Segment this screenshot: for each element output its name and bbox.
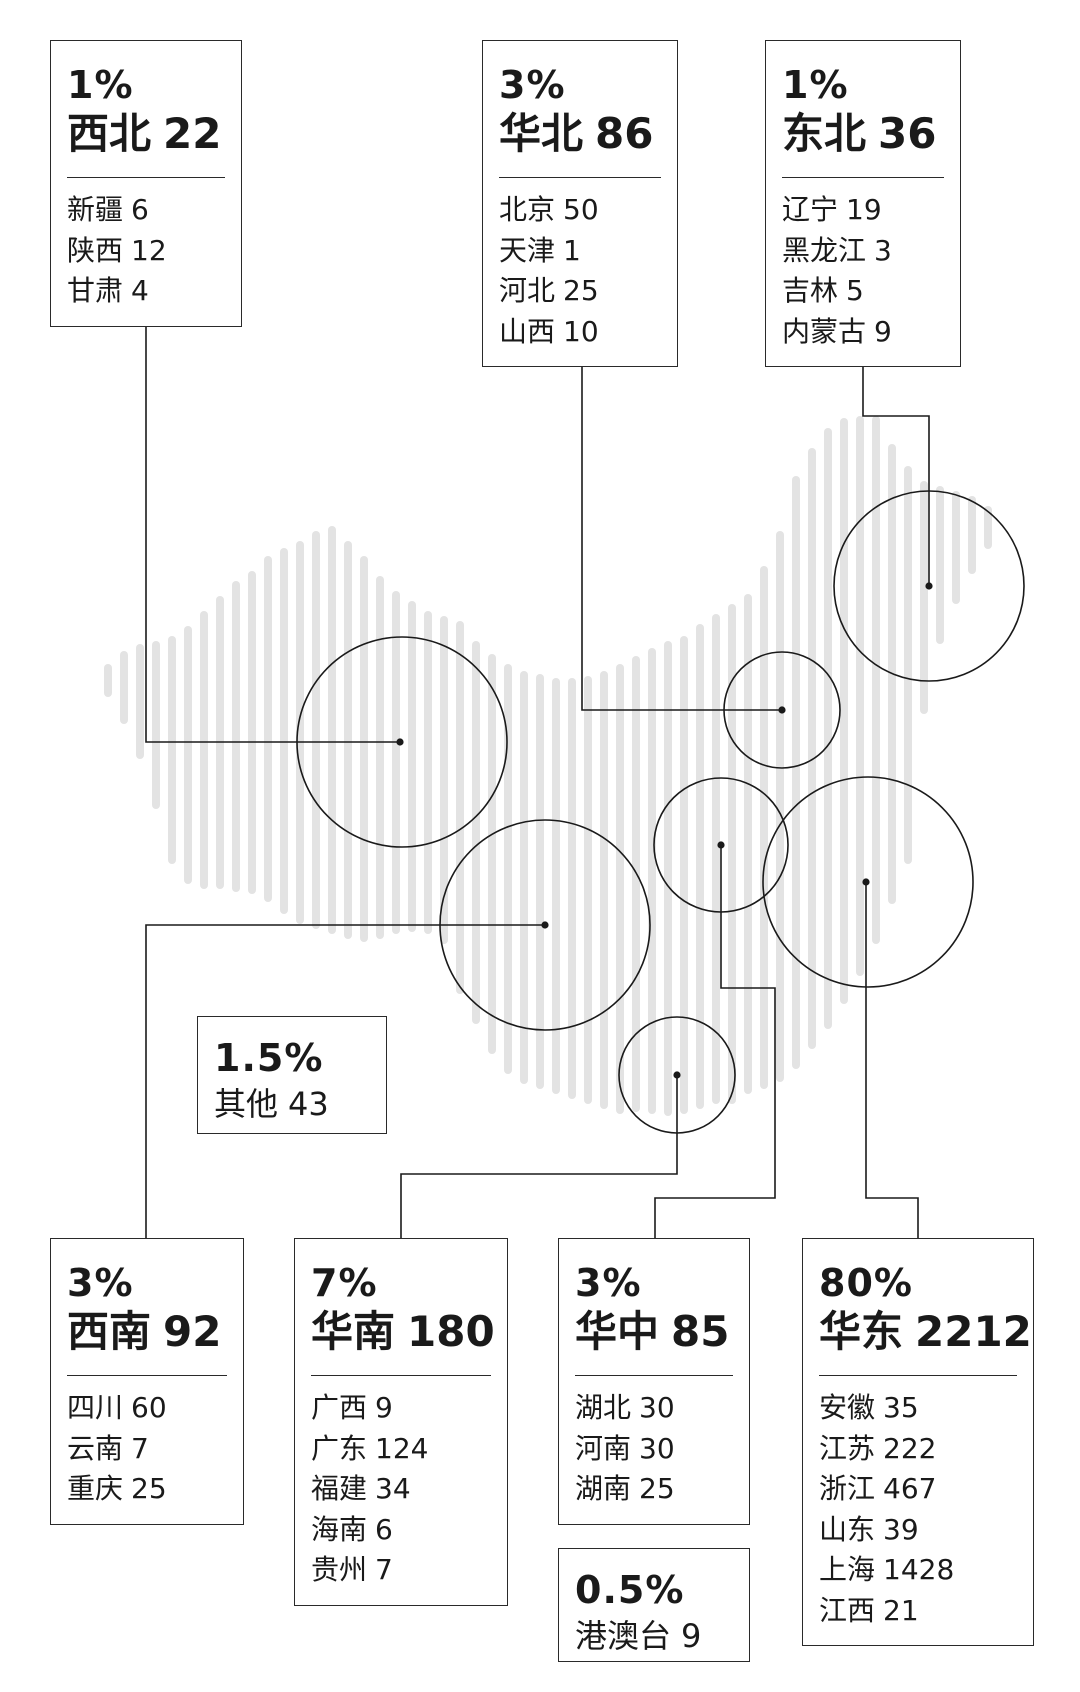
region-percent: 3% [499, 63, 566, 107]
region-bubbles-layer [296, 490, 1025, 1134]
region-count: 36 [878, 109, 937, 158]
region-percent: 3% [575, 1261, 642, 1305]
region-name: 港澳台 [575, 1617, 672, 1655]
region-percent: 80% [819, 1261, 913, 1305]
divider [67, 1375, 227, 1376]
region-name: 华南 [311, 1307, 396, 1356]
divider [819, 1375, 1017, 1376]
region-count: 43 [288, 1085, 329, 1123]
region-percent: 1% [782, 63, 849, 107]
region-name: 其他 [214, 1085, 279, 1123]
leader-line-southwest [145, 924, 545, 1238]
leader-line-northeast [862, 353, 930, 586]
leader-line-northwest [145, 313, 400, 743]
region-name: 西南 [67, 1307, 152, 1356]
divider [782, 177, 944, 178]
region-percent: 3% [67, 1261, 134, 1305]
region-count: 9 [681, 1617, 702, 1655]
region-percent: 1.5% [214, 1036, 324, 1080]
region-count: 180 [407, 1307, 495, 1356]
region-count: 86 [595, 109, 654, 158]
leader-line-central [654, 845, 776, 1238]
divider [499, 177, 661, 178]
divider [311, 1375, 491, 1376]
leader-line-north [581, 353, 782, 711]
region-percent: 0.5% [575, 1568, 685, 1612]
region-count: 92 [163, 1307, 222, 1356]
region-count: 22 [163, 109, 222, 158]
region-count: 2212 [915, 1307, 1032, 1356]
region-percent: 1% [67, 63, 134, 107]
map-stripes-layer [104, 416, 992, 1116]
region-name: 华北 [499, 109, 584, 158]
divider [575, 1375, 733, 1376]
leader-line-south [400, 1075, 678, 1238]
region-percent: 7% [311, 1261, 378, 1305]
leader-line-east [865, 882, 919, 1238]
region-bubble-east [762, 776, 974, 988]
region-name: 西北 [67, 109, 152, 158]
region-name: 华东 [819, 1307, 904, 1356]
leader-lines-layer [145, 313, 930, 1238]
region-count: 85 [671, 1307, 730, 1356]
region-name: 华中 [575, 1307, 660, 1356]
region-name: 东北 [782, 109, 867, 158]
divider [67, 177, 225, 178]
